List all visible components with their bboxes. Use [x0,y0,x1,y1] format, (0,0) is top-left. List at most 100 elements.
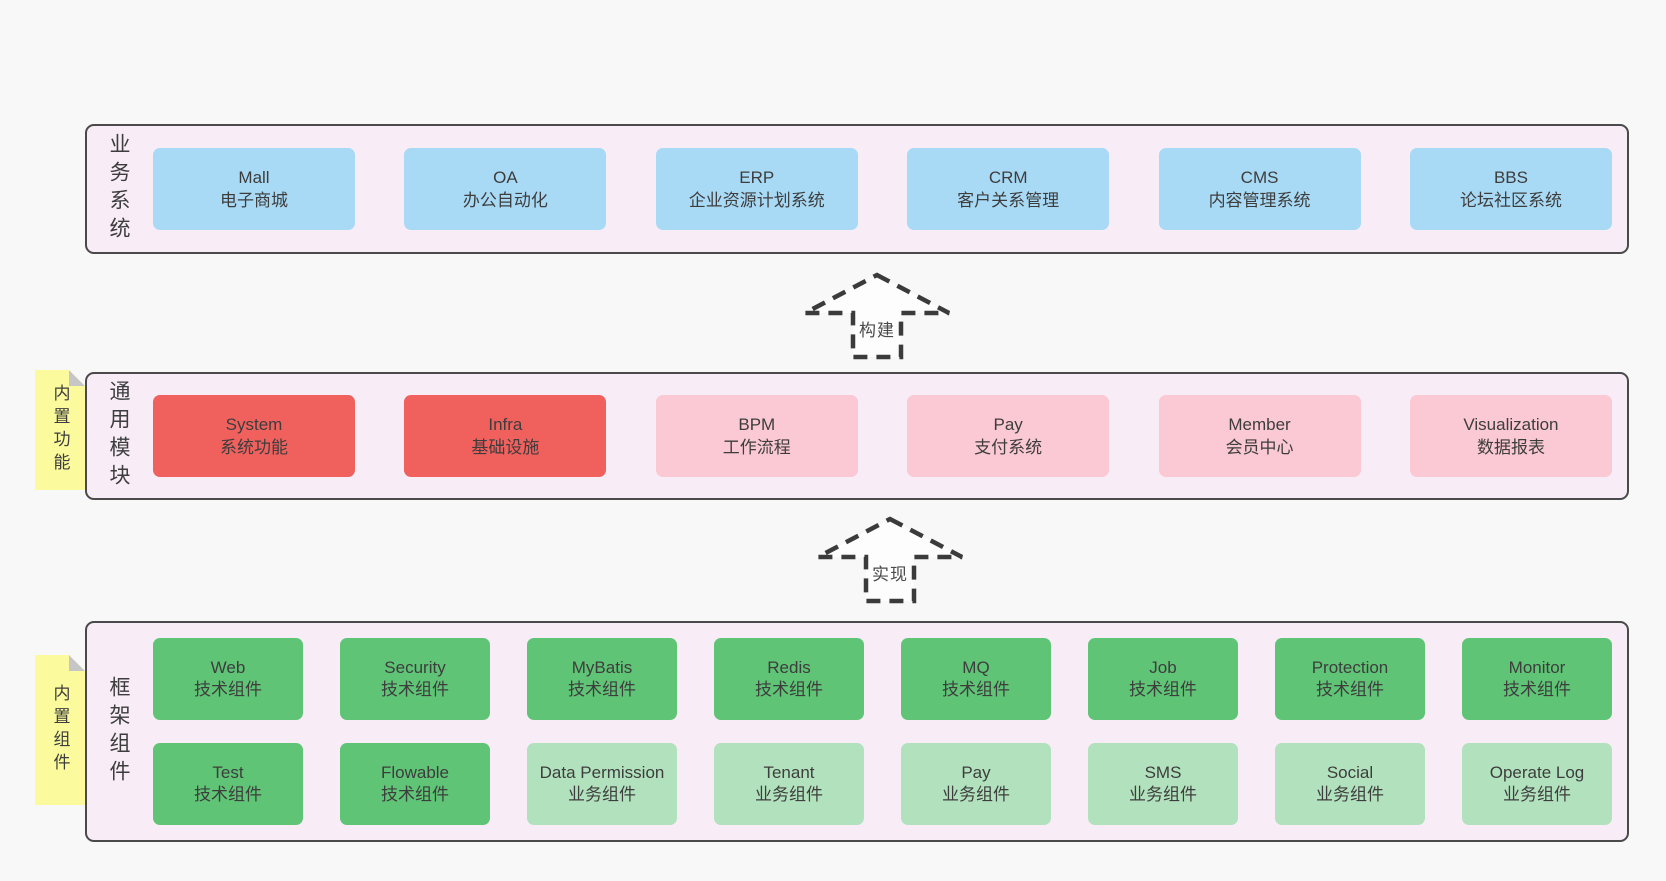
arrow-build: 构建 [802,271,952,361]
common-modules-row: System 系统功能 Infra 基础设施 BPM 工作流程 Pay 支付系统… [153,395,1612,477]
sticky-note-builtin-components-text: 内置组件 [50,684,70,776]
box-visualization-name: Visualization [1463,415,1559,434]
box-cms-desc: 内容管理系统 [1208,191,1311,210]
box-social-desc: 业务组件 [1316,785,1384,804]
box-sms-name: SMS [1144,763,1182,782]
box-flowable: Flowable 技术组件 [340,743,490,825]
box-oa-name: OA [493,168,518,187]
layer-common-modules-label: 通用模块 [107,380,130,492]
box-security-name: Security [384,658,446,677]
box-bbs: BBS 论坛社区系统 [1409,148,1612,230]
box-oa-desc: 办公自动化 [462,191,548,210]
box-bbs-desc: 论坛社区系统 [1459,191,1562,210]
arrow-build-label: 构建 [859,321,895,340]
box-cms: CMS 内容管理系统 [1158,148,1361,230]
box-pay-name: Pay [993,415,1023,434]
layer-common-modules-rows: System 系统功能 Infra 基础设施 BPM 工作流程 Pay 支付系统… [153,374,1612,498]
box-system-desc: 系统功能 [220,438,288,457]
box-cms-name: CMS [1240,168,1279,187]
box-monitor-desc: 技术组件 [1503,680,1571,699]
box-bpm: BPM 工作流程 [655,395,858,477]
box-redis: Redis 技术组件 [714,638,864,720]
box-bpm-name: BPM [738,415,776,434]
box-crm-desc: 客户关系管理 [957,191,1060,210]
layer-business-systems: 业务系统 Mall 电子商城 OA 办公自动化 ERP 企业资源计划系统 CRM… [85,124,1629,254]
box-infra-desc: 基础设施 [471,438,540,457]
box-member-desc: 会员中心 [1225,438,1294,457]
box-tenant: Tenant 业务组件 [714,743,864,825]
box-operate-log-desc: 业务组件 [1503,785,1571,804]
box-mq: MQ 技术组件 [901,638,1051,720]
box-sms-desc: 业务组件 [1129,785,1197,804]
box-system-name: System [225,415,283,434]
box-bbs-name: BBS [1493,168,1528,187]
box-mall-name: Mall [238,168,270,187]
box-protection-desc: 技术组件 [1316,680,1384,699]
box-monitor: Monitor 技术组件 [1462,638,1612,720]
box-infra-name: Infra [488,415,523,434]
box-web-desc: 技术组件 [194,680,262,699]
box-monitor-name: Monitor [1508,658,1566,677]
box-mybatis-name: MyBatis [571,658,633,677]
box-crm: CRM 客户关系管理 [907,148,1110,230]
box-member-name: Member [1228,415,1291,434]
box-social-name: Social [1326,763,1374,782]
box-visualization: Visualization 数据报表 [1409,395,1612,477]
box-mybatis: MyBatis 技术组件 [527,638,677,720]
box-flowable-name: Flowable [380,763,450,782]
layer-business-systems-rows: Mall 电子商城 OA 办公自动化 ERP 企业资源计划系统 CRM 客户关系… [153,126,1612,252]
box-redis-desc: 技术组件 [755,680,823,699]
box-infra: Infra 基础设施 [404,395,607,477]
sticky-note-builtin-components: 内置组件 [35,655,85,805]
box-operate-log: Operate Log 业务组件 [1462,743,1612,825]
box-pay-component-name: Pay [961,763,991,782]
arrow-build-shape [803,272,951,360]
box-mall-desc: 电子商城 [220,191,288,210]
layer-business-systems-label: 业务系统 [107,133,130,245]
box-job-desc: 技术组件 [1129,680,1197,699]
arrow-implement: 实现 [815,515,965,605]
box-redis-name: Redis [767,658,811,677]
box-job: Job 技术组件 [1088,638,1238,720]
layer-framework-components: 框架组件 Web 技术组件 Security 技术组件 MyBatis 技术组件… [85,621,1629,842]
box-test-desc: 技术组件 [194,785,262,804]
box-security: Security 技术组件 [340,638,490,720]
box-visualization-desc: 数据报表 [1476,438,1545,457]
box-test: Test 技术组件 [153,743,303,825]
box-protection: Protection 技术组件 [1275,638,1425,720]
box-job-name: Job [1149,658,1177,677]
box-data-permission: Data Permission 业务组件 [527,743,677,825]
box-flowable-desc: 技术组件 [381,785,449,804]
box-pay-component: Pay 业务组件 [901,743,1051,825]
box-erp-desc: 企业资源计划系统 [688,191,825,210]
box-security-desc: 技术组件 [381,680,449,699]
box-operate-log-name: Operate Log [1489,763,1585,782]
box-protection-name: Protection [1311,658,1389,677]
sticky-note-builtin-features-text: 内置功能 [50,384,70,476]
box-pay-component-desc: 业务组件 [942,785,1010,804]
box-system: System 系统功能 [153,395,355,477]
box-mq-desc: 技术组件 [942,680,1010,699]
box-erp: ERP 企业资源计划系统 [655,148,858,230]
framework-components-row-1: Web 技术组件 Security 技术组件 MyBatis 技术组件 Redi… [153,638,1612,720]
box-member: Member 会员中心 [1158,395,1361,477]
box-bpm-desc: 工作流程 [722,438,791,457]
box-data-permission-desc: 业务组件 [568,785,636,804]
sticky-note-builtin-features: 内置功能 [35,370,85,490]
box-test-name: Test [212,763,244,782]
box-tenant-desc: 业务组件 [755,785,823,804]
note-fold-icon [69,370,85,386]
box-crm-name: CRM [988,168,1028,187]
box-oa: OA 办公自动化 [404,148,607,230]
box-social: Social 业务组件 [1275,743,1425,825]
arrow-implement-shape [816,516,964,604]
layer-common-modules: 通用模块 System 系统功能 Infra 基础设施 BPM 工作流程 Pay… [85,372,1629,500]
business-systems-row: Mall 电子商城 OA 办公自动化 ERP 企业资源计划系统 CRM 客户关系… [153,148,1612,230]
box-pay: Pay 支付系统 [907,395,1110,477]
box-erp-name: ERP [739,168,775,187]
box-web: Web 技术组件 [153,638,303,720]
box-mall: Mall 电子商城 [153,148,355,230]
framework-components-row-2: Test 技术组件 Flowable 技术组件 Data Permission … [153,743,1612,825]
box-pay-desc: 支付系统 [974,438,1043,457]
